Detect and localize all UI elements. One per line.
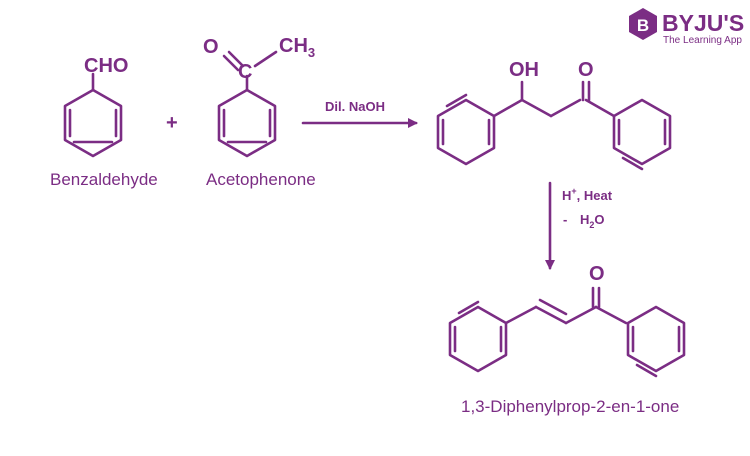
step2-acid-heat: H+, Heat	[562, 186, 613, 203]
acetophenone-label: Acetophenone	[206, 170, 316, 189]
step2-water: H2O	[580, 212, 605, 230]
hydroxyl-group: OH	[509, 59, 539, 81]
vinyl-bond-2	[564, 305, 598, 325]
alkene-double-bond	[534, 305, 568, 325]
product-ring-left	[448, 305, 508, 373]
acetophenone-ring	[217, 88, 277, 158]
intermediate-ring-left	[436, 98, 496, 166]
benzaldehyde-structure: CHO	[63, 55, 128, 158]
vinyl-bond-3	[594, 305, 628, 325]
product-label: 1,3-Diphenylprop-2-en-1-one	[461, 397, 679, 416]
logo-mark-icon	[629, 8, 657, 40]
logo-mark-letter: B	[637, 16, 649, 35]
carbonyl-carbon: C	[238, 61, 252, 83]
chalcone-product: O	[448, 263, 686, 378]
aldehyde-group: CHO	[84, 55, 128, 77]
product-oxygen: O	[589, 263, 605, 285]
step1-reagent: Dil. NaOH	[325, 99, 385, 114]
carbonyl-methyl-bond	[253, 50, 278, 68]
methyl-group: CH3	[279, 35, 315, 60]
intermediate-oxygen: O	[578, 59, 594, 81]
step2-minus: -	[563, 212, 567, 227]
vinyl-bond-1	[504, 305, 538, 325]
byjus-logo: B BYJU'S The Learning App	[629, 8, 744, 46]
benzaldehyde-ring	[63, 88, 123, 158]
product-ring-right	[626, 305, 686, 373]
carbonyl-double-bond	[222, 54, 240, 72]
plus-sign: +	[166, 112, 178, 134]
carbonyl-oxygen: O	[203, 36, 219, 58]
benzaldehyde-label: Benzaldehyde	[50, 170, 158, 189]
logo-brand: BYJU'S	[662, 10, 744, 36]
logo-tagline: The Learning App	[663, 35, 742, 46]
chain-bond-2	[520, 98, 553, 118]
intermediate-ring-right	[612, 98, 672, 166]
aldol-intermediate: OH O	[436, 59, 672, 171]
chain-bond-3	[549, 98, 582, 118]
chain-bond-1	[492, 98, 524, 118]
chain-bond-4	[584, 98, 616, 118]
acetophenone-structure: O C CH3	[203, 35, 315, 158]
